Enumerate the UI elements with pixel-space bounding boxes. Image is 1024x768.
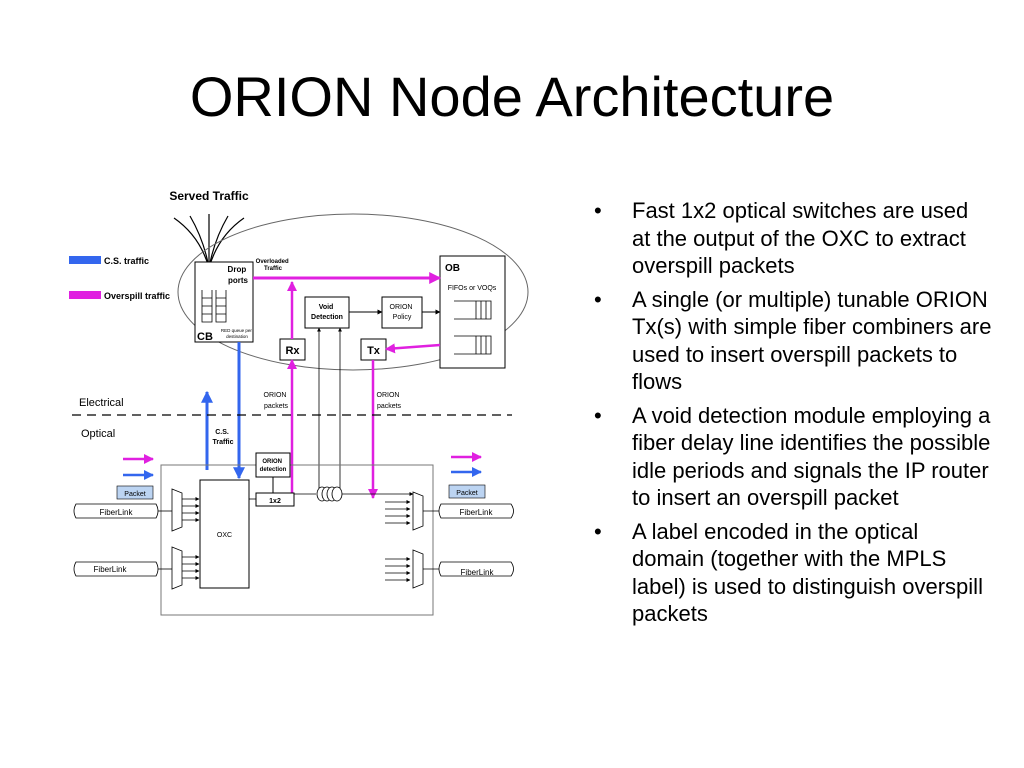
right-mux-top (412, 491, 424, 531)
slide-title: ORION Node Architecture (189, 65, 835, 128)
drop-ports-label: Drop ports (228, 265, 249, 285)
void-detection-label: Void Detection (311, 304, 343, 321)
overspill-traffic-legend-swatch (69, 291, 101, 299)
orion-detection-label: ORION detection (260, 459, 287, 473)
left-demux-lines (182, 497, 200, 580)
oxc-label: OXC (217, 532, 232, 539)
cs-traffic-legend-label: C.S. traffic (104, 256, 149, 266)
bullet-item: • Fast 1x2 optical switches are used at t… (592, 197, 992, 280)
optical-label: Optical (81, 428, 115, 440)
rx-label: Rx (285, 345, 300, 357)
ob-box (439, 255, 506, 369)
left-demux-top (171, 488, 183, 532)
bullet-marker: • (594, 198, 602, 223)
svg-text:FiberLink: FiberLink (461, 568, 495, 577)
orion-policy-box (381, 296, 423, 329)
orion-packets-label-rx: ORION packets (264, 392, 289, 410)
tx-label: Tx (367, 345, 381, 357)
bullet-item: • A label encoded in the optical domain (… (592, 518, 992, 628)
electrical-domain-ellipse (177, 213, 529, 371)
cb-label: CB (197, 331, 213, 343)
svg-text:FiberLink: FiberLink (94, 565, 128, 574)
bullet-marker: • (594, 402, 602, 428)
svg-text:FiberLink: FiberLink (460, 508, 494, 517)
ob-label: OB (445, 263, 460, 274)
cs-traffic-legend-swatch (69, 256, 101, 264)
cb-box (194, 261, 254, 343)
overloaded-traffic-label: Overloaded Traffic (256, 259, 291, 272)
bullet-list: • Fast 1x2 optical switches are used at t… (592, 197, 992, 634)
fiberlink-left-bottom: FiberLink (73, 561, 172, 577)
fifos-label: FIFOs or VOQs (448, 285, 497, 292)
electrical-label: Electrical (79, 397, 124, 409)
packet-label-left-box (116, 485, 154, 500)
orion-detection-box (255, 452, 291, 478)
optical-node-frame (160, 464, 434, 616)
cs-traffic-label: C.S. Traffic (212, 429, 233, 446)
bullet-text: A label encoded in the optical domain (t… (632, 518, 983, 627)
bullet-text: A single (or multiple) tunable ORION Tx(… (632, 286, 992, 395)
bullet-item: • A single (or multiple) tunable ORION Tx… (592, 286, 992, 396)
ob-fifo-queues (454, 300, 492, 355)
packet-label-left: Packet (124, 491, 145, 498)
fiberlink-right-bottom: FiberLink (423, 561, 514, 577)
fiber-delay-coil (316, 486, 343, 502)
right-mux-bottom (412, 549, 424, 589)
void-detection-box (304, 296, 350, 329)
bullet-marker: • (594, 286, 602, 312)
bullet-text: Fast 1x2 optical switches are used at th… (632, 198, 969, 278)
packet-label-right-box (448, 484, 486, 499)
ob-to-tx-overspill-path (385, 343, 441, 354)
orion-packets-label-tx: ORION packets (377, 392, 402, 410)
svg-text:FiberLink: FiberLink (100, 508, 134, 517)
packet-label-right: Packet (456, 490, 477, 497)
right-mux-lines (385, 500, 411, 582)
overspill-traffic-legend-label: Overspill traffic (104, 291, 170, 301)
oxc-box (199, 479, 250, 589)
switch-1x2-label: 1x2 (269, 498, 281, 505)
cb-queues (201, 290, 227, 323)
served-traffic-label: Served Traffic (169, 189, 249, 203)
left-demux-bottom (171, 546, 183, 590)
bullet-marker: • (594, 518, 602, 544)
switch-1x2-box (255, 492, 295, 507)
served-traffic-fan (173, 214, 245, 269)
bullet-text: A void detection module employing a fibe… (632, 402, 991, 511)
red-queue-label: RED queue per destination (221, 328, 253, 339)
fiberlink-left-top: FiberLink (73, 503, 172, 519)
orion-policy-label: ORION Policy (390, 304, 415, 321)
bullet-item: • A void detection module employing a fib… (592, 402, 992, 512)
fiberlink-right-top: FiberLink (423, 503, 514, 519)
